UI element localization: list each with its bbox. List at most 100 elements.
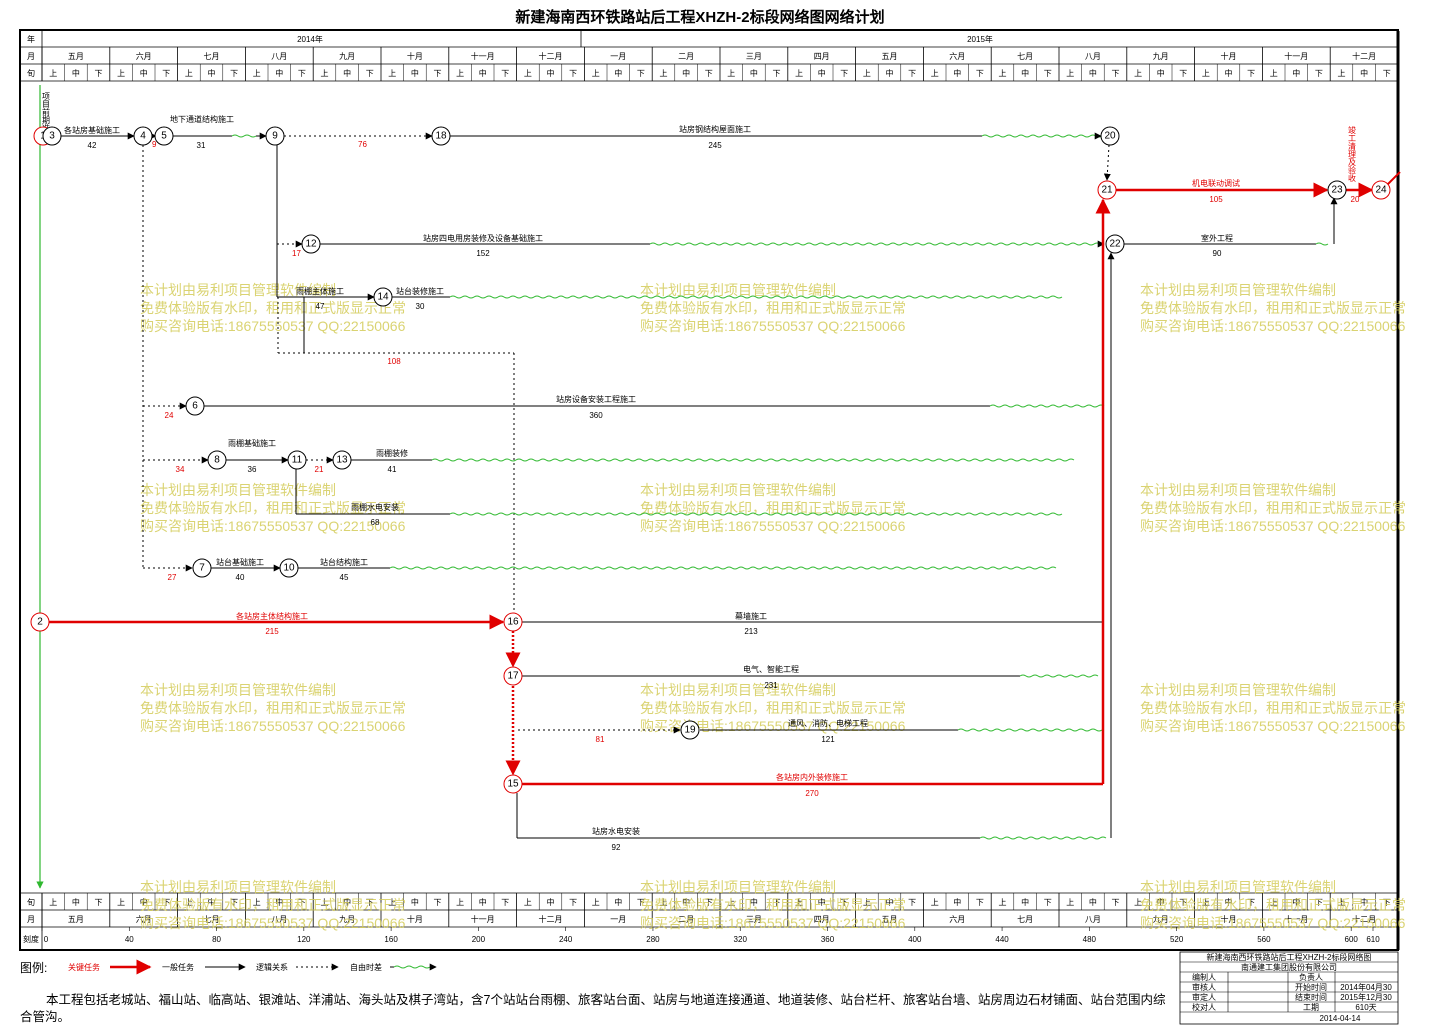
project-start-label: 项目前期准备 xyxy=(42,92,51,141)
xun-label-bottom: 下 xyxy=(298,898,306,907)
xun-label: 中 xyxy=(750,68,758,78)
node-label: 10 xyxy=(283,563,295,574)
node-11: 11 xyxy=(287,450,307,470)
xun-label-bottom: 上 xyxy=(795,898,803,907)
xun-label: 下 xyxy=(705,69,713,78)
node-label: 4 xyxy=(140,131,146,142)
watermark-layer: 本计划由易利项目管理软件编制免费体验版有水印，租用和正式版显示正常购买咨询电话:… xyxy=(140,282,1406,931)
task-duration: 68 xyxy=(371,518,380,527)
task-name: 各站房主体结构施工 xyxy=(236,611,308,621)
month-label: 十一月 xyxy=(1284,51,1308,61)
xun-label: 上 xyxy=(863,69,871,78)
scale-tick-label: 360 xyxy=(821,935,835,944)
xun-label-bottom: 中 xyxy=(818,897,826,907)
scale-tick-label: 120 xyxy=(297,935,311,944)
node-7: 7 xyxy=(192,558,212,578)
task-name: 通风、消防、电梯工程 xyxy=(788,718,868,728)
free-float: 76 xyxy=(358,140,367,149)
xun-label: 上 xyxy=(185,69,193,78)
svg-text:本计划由易利项目管理软件编制: 本计划由易利项目管理软件编制 xyxy=(140,682,336,698)
project-description: 本工程包括老城站、福山站、临高站、银滩站、洋浦站、海头站及棋子湾站，含7个站站台… xyxy=(20,993,1166,1024)
task-duration: 245 xyxy=(708,141,722,150)
xun-label-bottom: 下 xyxy=(1315,898,1323,907)
node-label: 6 xyxy=(192,401,198,412)
svg-text:免费体验版有水印，租用和正式版显示正常: 免费体验版有水印，租用和正式版显示正常 xyxy=(1140,300,1406,316)
info-start-date: 2014年04月30 xyxy=(1340,982,1392,992)
svg-text:审核人: 审核人 xyxy=(1192,982,1216,992)
svg-text:本计划由易利项目管理软件编制: 本计划由易利项目管理软件编制 xyxy=(140,482,336,498)
xun-label: 下 xyxy=(773,69,781,78)
task-name: 站台装修施工 xyxy=(396,286,444,296)
xun-label-bottom: 下 xyxy=(840,898,848,907)
xun-label-bottom: 中 xyxy=(614,897,622,907)
scale-row-label: 刻度 xyxy=(23,934,39,944)
node-8: 8 xyxy=(207,450,227,470)
node-18: 18 xyxy=(431,126,451,146)
year-2015: 2015年 xyxy=(967,34,993,44)
xun-label: 下 xyxy=(366,69,374,78)
xun-label: 上 xyxy=(524,69,532,78)
task-duration: 92 xyxy=(612,843,621,852)
month-label-bottom: 十月 xyxy=(1221,914,1237,924)
xun-label-bottom: 下 xyxy=(569,898,577,907)
legend-float-label: 自由时差 xyxy=(350,962,382,972)
xun-label: 中 xyxy=(953,68,961,78)
float-18-20 xyxy=(981,134,1103,138)
month-label-bottom: 六月 xyxy=(136,914,152,924)
xun-label-bottom: 中 xyxy=(208,897,216,907)
xun-label-bottom: 下 xyxy=(773,898,781,907)
legend-float-line xyxy=(393,965,431,969)
xun-label: 上 xyxy=(592,69,600,78)
svg-text:免费体验版有水印，租用和正式版显示正常: 免费体验版有水印，租用和正式版显示正常 xyxy=(640,897,906,913)
free-float: 24 xyxy=(165,411,174,420)
task-duration: 213 xyxy=(744,627,758,636)
svg-text:结束时间: 结束时间 xyxy=(1295,992,1327,1002)
free-float: 21 xyxy=(315,465,324,474)
scale-tick-label: 160 xyxy=(384,935,398,944)
svg-text:本计划由易利项目管理软件编制: 本计划由易利项目管理软件编制 xyxy=(140,879,336,895)
info-title: 新建海南西环铁路站后工程XHZH-2标段网络图 xyxy=(1207,952,1372,962)
xun-label: 中 xyxy=(479,68,487,78)
task-name: 各站房基础施工 xyxy=(64,125,120,135)
xun-label-bottom: 上 xyxy=(1338,898,1346,907)
xun-label-bottom: 下 xyxy=(705,898,713,907)
scale-tick-label: 80 xyxy=(212,935,221,944)
xun-label-bottom: 上 xyxy=(117,898,125,907)
xun-label: 上 xyxy=(388,69,396,78)
month-label: 八月 xyxy=(271,52,287,61)
task-name: 雨棚装修 xyxy=(376,448,408,458)
svg-text:购买咨询电话:18675550537 QQ:22150066: 购买咨询电话:18675550537 QQ:22150066 xyxy=(140,318,406,334)
month-label: 十二月 xyxy=(539,51,563,61)
svg-text:校对人: 校对人 xyxy=(1192,1002,1216,1012)
year-2014: 2014年 xyxy=(297,34,323,44)
svg-text:开始时间: 开始时间 xyxy=(1295,982,1327,992)
node-label: 14 xyxy=(377,292,389,303)
xun-label: 中 xyxy=(1021,68,1029,78)
task-name: 站房水电安装 xyxy=(592,826,640,836)
scale-tick-label: 40 xyxy=(125,935,134,944)
month-label-bottom: 九月 xyxy=(1153,915,1169,924)
xun-label-bottom: 中 xyxy=(547,897,555,907)
xun-label: 上 xyxy=(931,69,939,78)
task-duration: 40 xyxy=(236,573,245,582)
xun-label-bottom: 中 xyxy=(750,897,758,907)
xun-label-bottom: 上 xyxy=(49,898,57,907)
task-name: 雨棚水电安装 xyxy=(351,502,399,512)
svg-text:购买咨询电话:18675550537 QQ:22150066: 购买咨询电话:18675550537 QQ:22150066 xyxy=(1140,915,1406,931)
xun-label: 上 xyxy=(660,69,668,78)
info-box: 新建海南西环铁路站后工程XHZH-2标段网络图 南通建工集团股份有限公司 编制人… xyxy=(1179,951,1399,1025)
xun-label-bottom: 下 xyxy=(162,898,170,907)
task-duration: 20 xyxy=(1351,195,1360,204)
xun-label-bottom: 下 xyxy=(1383,898,1391,907)
xun-label-bottom: 下 xyxy=(95,898,103,907)
month-label-bottom: 十二月 xyxy=(1352,914,1376,924)
node-5: 5 xyxy=(154,126,174,146)
legend-critical-label: 关键任务 xyxy=(68,962,100,972)
svg-text:免费体验版有水印，租用和正式版显示正常: 免费体验版有水印，租用和正式版显示正常 xyxy=(1140,500,1406,516)
task-duration: 231 xyxy=(764,681,778,690)
xun-label: 上 xyxy=(321,69,329,78)
scale-tick-label: 0 xyxy=(44,935,49,944)
xun-label-bottom: 下 xyxy=(1044,898,1052,907)
scale-tick-label: 400 xyxy=(908,935,922,944)
